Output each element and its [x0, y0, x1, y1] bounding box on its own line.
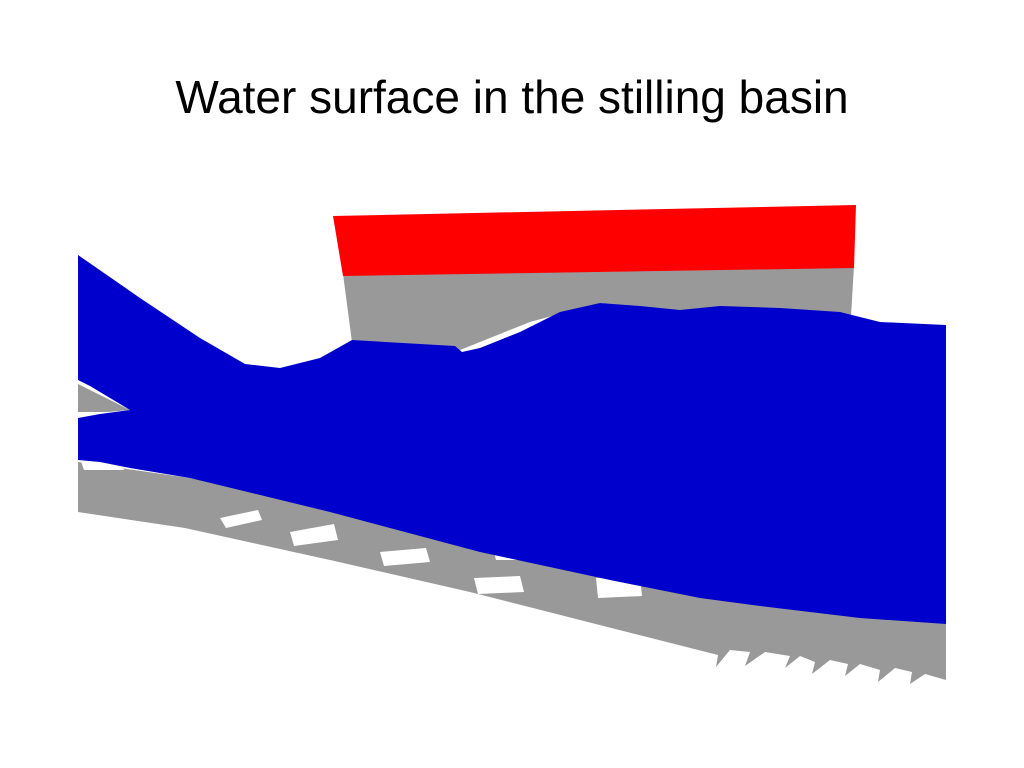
- side-wall-top: [333, 205, 856, 276]
- chute-wall: [78, 372, 130, 412]
- floor-opening: [474, 576, 524, 594]
- side-wall-face: [343, 266, 854, 350]
- water-body: [78, 255, 946, 624]
- water-surface: [78, 255, 946, 624]
- floor-opening: [380, 548, 430, 566]
- spillway-chute: [78, 372, 130, 412]
- floor-opening: [290, 524, 338, 546]
- side-wall: [333, 205, 856, 350]
- slide-title: Water surface in the stilling basin: [175, 71, 849, 123]
- floor-opening: [220, 510, 262, 528]
- floor-slab: [78, 462, 946, 684]
